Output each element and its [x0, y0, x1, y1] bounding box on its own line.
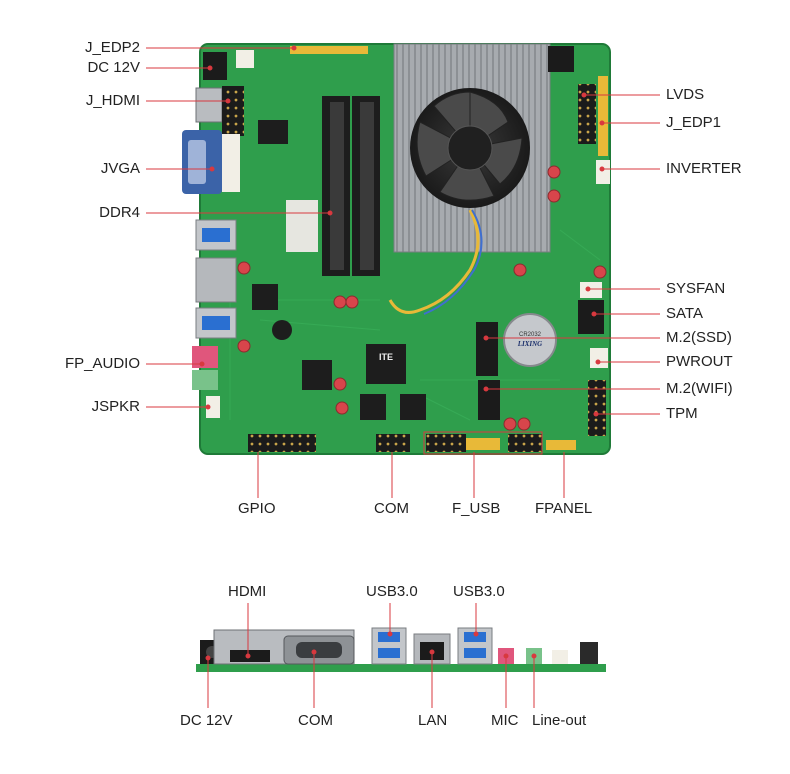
- sysfan-connector: [580, 282, 602, 298]
- label-j-hdmi: J_HDMI: [85, 92, 140, 109]
- label-dc-12v: DC 12V: [87, 59, 140, 76]
- jspkr-connector: [206, 396, 220, 418]
- label-sata: SATA: [666, 305, 703, 322]
- fp-audio-jack: [192, 346, 218, 368]
- label-jspkr: JSPKR: [91, 398, 140, 415]
- label-gpio: GPIO: [238, 500, 276, 517]
- label-j-edp2: J_EDP2: [84, 39, 140, 56]
- battery-brand-text: LIXING: [517, 340, 543, 348]
- pwrout-connector: [590, 348, 608, 368]
- m2-wifi-slot: [478, 380, 500, 420]
- jhdmi-header: [222, 86, 244, 136]
- config-switches: [548, 46, 574, 72]
- ite-chip: [366, 344, 406, 384]
- f-usb-header: [426, 434, 466, 452]
- label-pwrout: PWROUT: [666, 353, 733, 370]
- lan-port: [195, 257, 237, 303]
- label-io-mic: MIC: [491, 712, 519, 729]
- line-out-jack: [192, 370, 218, 390]
- label-inverter: INVERTER: [666, 160, 742, 177]
- sata-connector: [578, 300, 604, 334]
- ite-chip-text: ITE: [379, 352, 393, 362]
- edp2-header: [290, 46, 368, 54]
- lvds-header: [578, 84, 596, 144]
- label-m2-wifi: M.2(WIFI): [666, 380, 733, 397]
- label-m2-ssd: M.2(SSD): [666, 329, 732, 346]
- edp1-connector: [598, 76, 608, 156]
- label-f-usb: F_USB: [452, 500, 501, 517]
- label-lvds: LVDS: [666, 86, 705, 103]
- io-callout-lines: [205, 603, 537, 708]
- label-j-edp1: J_EDP1: [666, 114, 722, 131]
- label-ddr4: DDR4: [99, 204, 140, 221]
- dc-jack: [203, 52, 227, 80]
- m2-ssd-slot: [476, 322, 498, 376]
- label-io-line-out: Line-out: [532, 712, 587, 729]
- label-io-usb3-left: USB3.0: [366, 583, 418, 600]
- hdmi-port: [195, 87, 223, 123]
- fpanel-header: [508, 434, 542, 452]
- label-sysfan: SYSFAN: [666, 280, 726, 297]
- tpm-header: [588, 380, 606, 436]
- io-pcb-edge: [196, 664, 606, 672]
- cmos-battery: [503, 313, 557, 367]
- label-io-lan: LAN: [418, 712, 448, 729]
- inverter-connector: [596, 160, 610, 184]
- callout-lines: [146, 45, 660, 498]
- label-tpm: TPM: [666, 405, 698, 422]
- gpio-header: [248, 434, 316, 452]
- label-jvga: JVGA: [100, 160, 140, 177]
- edp2-connector: [236, 50, 254, 68]
- com-header: [376, 434, 410, 452]
- battery-model-text: CR2032: [519, 332, 542, 338]
- label-fp-audio: FP_AUDIO: [64, 355, 140, 372]
- label-io-hdmi: HDMI: [228, 583, 267, 600]
- label-io-dc-12v: DC 12V: [180, 712, 233, 729]
- label-com-header: COM: [374, 500, 409, 517]
- label-fpanel: FPANEL: [535, 500, 593, 517]
- top-board: CR2032 LIXING ITE: [182, 43, 611, 455]
- label-io-usb3-right: USB3.0: [453, 583, 505, 600]
- io-panel: [196, 627, 606, 672]
- label-io-com: COM: [298, 712, 333, 729]
